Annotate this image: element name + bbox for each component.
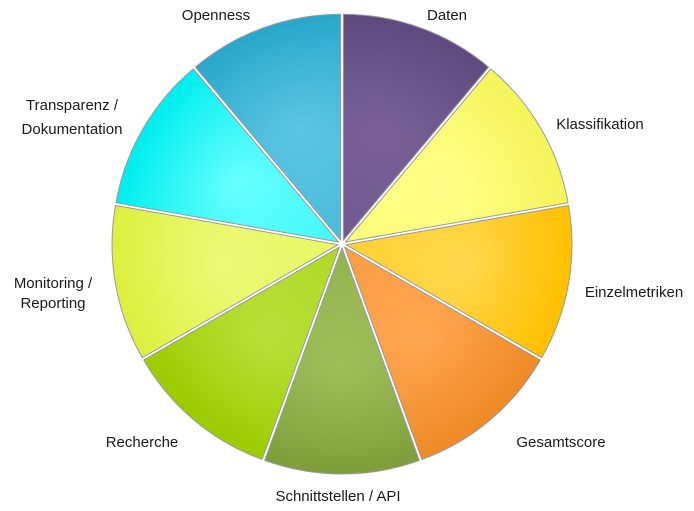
pie-slice-8	[194, 13, 342, 241]
slice-label-5: Recherche	[106, 434, 179, 451]
slice-label-4: Schnittstellen / API	[275, 488, 400, 505]
slice-label-1: Klassifikation	[556, 116, 644, 133]
pie-slice-6	[111, 204, 339, 359]
pie-slice-1	[344, 68, 569, 243]
pie-slice-3	[344, 246, 541, 460]
pie-slice-7	[115, 68, 340, 243]
pie-slice-2	[345, 204, 573, 359]
slice-label-3: Gesamtscore	[516, 434, 605, 451]
pie-slice-0	[342, 13, 490, 241]
pie-slice-4	[264, 247, 420, 475]
slice-label-0: Daten	[427, 7, 467, 24]
pie-slice-5	[143, 246, 340, 460]
pie-labels: DatenKlassifikationEinzelmetrikenGesamts…	[14, 7, 683, 505]
slice-label-7: Transparenz /Dokumentation	[22, 97, 123, 138]
pie-slices	[111, 13, 573, 475]
slice-label-8: Openness	[182, 7, 250, 24]
slice-label-2: Einzelmetriken	[585, 284, 683, 301]
slice-label-6: Monitoring /Reporting	[14, 275, 93, 312]
